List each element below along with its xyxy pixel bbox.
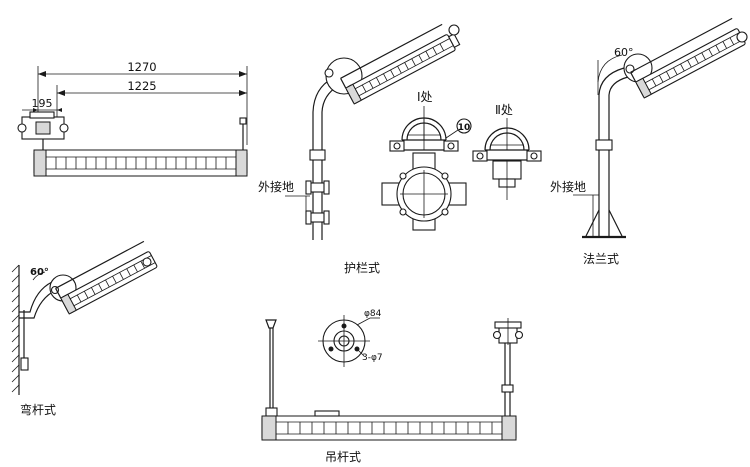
end-offset-dimension: 195 bbox=[32, 97, 53, 110]
bent-pole-mount-caption: 弯杆式 bbox=[20, 402, 56, 417]
flange-mount-drawing: 60° 外接地 bbox=[550, 17, 748, 266]
body-length-dimension: 1225 bbox=[127, 79, 156, 93]
detail-two-drawing: Ⅱ处 bbox=[472, 103, 542, 200]
mounting-plate-detail: φ84 3-φ7 bbox=[318, 309, 383, 367]
dimensioned-luminaire: 1270 1225 195 bbox=[17, 60, 248, 177]
guardrail-mount-drawing: 外接地 护栏式 bbox=[258, 23, 461, 275]
grounding-label-right: 外接地 bbox=[550, 179, 586, 194]
hole-spec-label: 3-φ7 bbox=[362, 353, 383, 363]
guardrail-mount-caption: 护栏式 bbox=[344, 260, 380, 275]
flange-mount-caption: 法兰式 bbox=[583, 252, 619, 266]
mount-diameter-label: φ84 bbox=[364, 309, 382, 319]
detail-one-label: Ⅰ处 bbox=[417, 90, 433, 104]
bent-angle-label: 60° bbox=[30, 267, 49, 278]
suspended-mount-caption: 吊杆式 bbox=[325, 450, 361, 464]
detail-two-label: Ⅱ处 bbox=[495, 103, 513, 117]
overall-length-dimension: 1270 bbox=[127, 60, 156, 74]
grounding-label-left: 外接地 bbox=[258, 179, 294, 194]
suspended-mount-drawing: 吊杆式 bbox=[261, 318, 524, 464]
bent-pole-mount-drawing: 60° 弯杆式 bbox=[11, 240, 158, 417]
clamp-number: 10 bbox=[458, 123, 471, 133]
flange-angle-label: 60° bbox=[614, 46, 634, 59]
detail-one-drawing: Ⅰ处 10 bbox=[381, 90, 472, 231]
